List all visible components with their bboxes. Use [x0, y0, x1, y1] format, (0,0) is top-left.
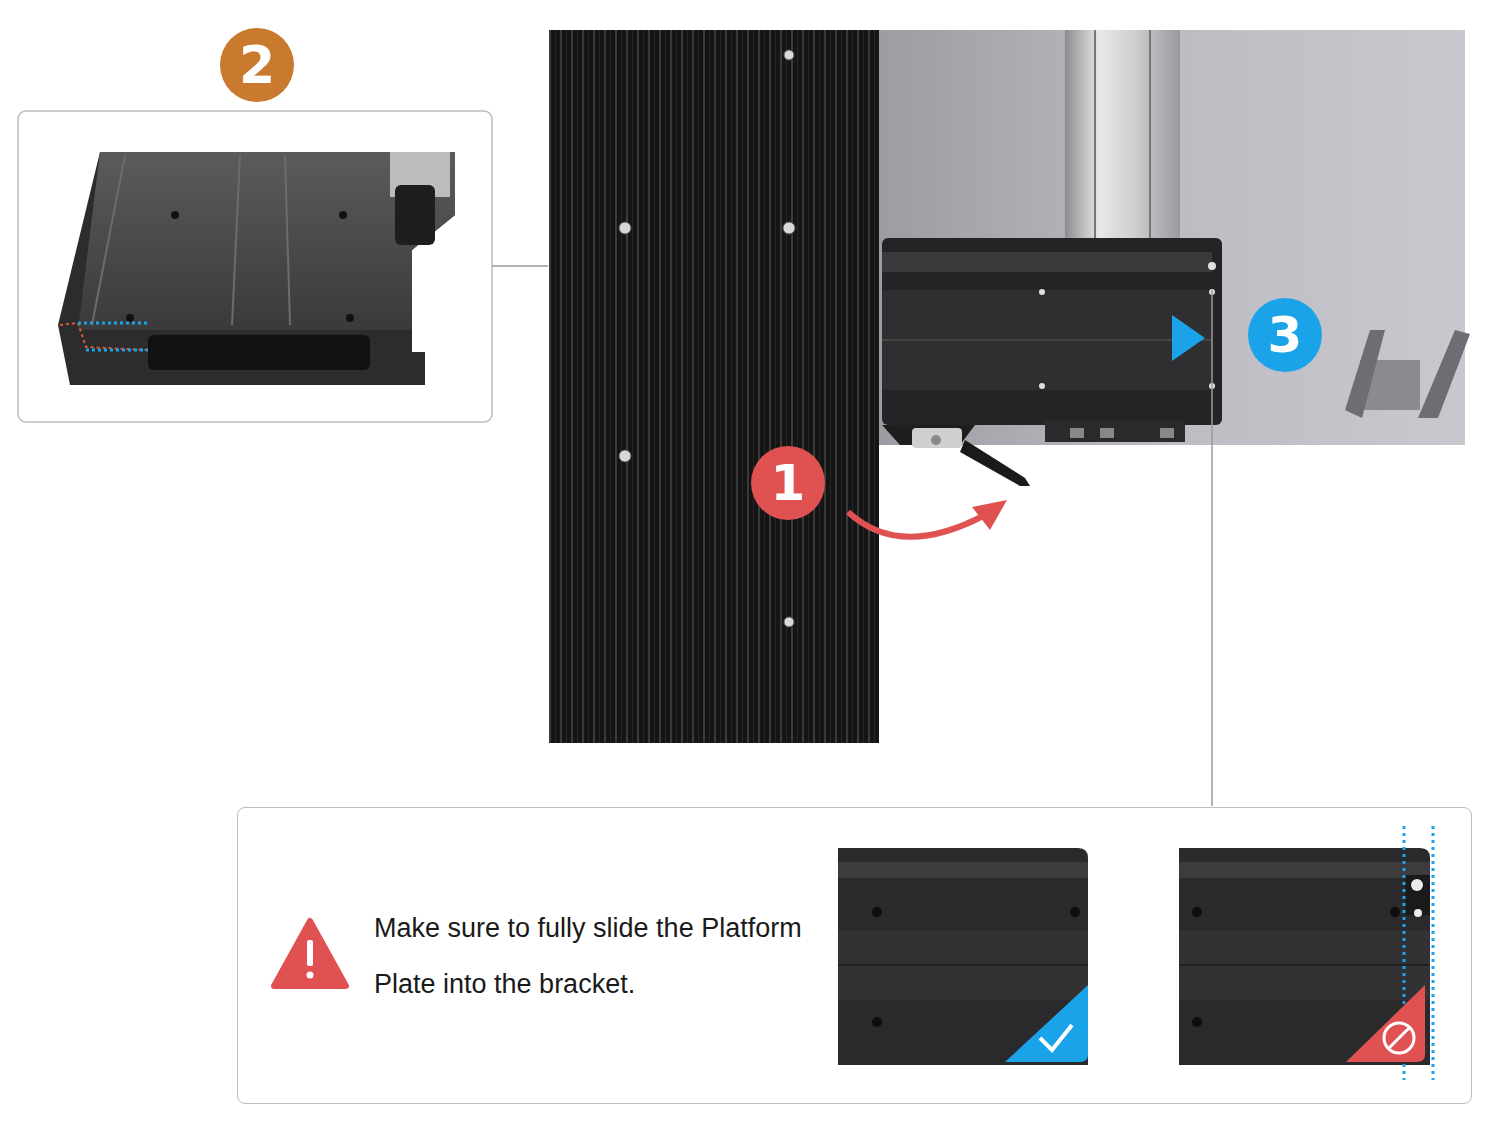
leader-line — [1211, 290, 1213, 806]
bracket — [882, 238, 1222, 486]
leader-line — [492, 265, 548, 267]
callout-number: 3 — [1268, 310, 1303, 360]
callout-circle — [1248, 298, 1322, 372]
extrusion — [1065, 30, 1180, 242]
warning-panel: Make sure to fully slide the Platform Pl… — [237, 807, 1472, 1104]
incorrect-example — [1179, 826, 1433, 1080]
callout-circle — [751, 446, 825, 520]
correct-example — [838, 848, 1088, 1065]
warning-triangle — [274, 921, 346, 986]
warning-text: Make sure to fully slide the Platform Pl… — [374, 900, 844, 1012]
callout-number: 2 — [239, 39, 275, 91]
callout-circle — [220, 28, 294, 102]
plate-closeup — [58, 152, 455, 385]
hook — [1345, 330, 1470, 418]
heatsink — [549, 30, 879, 743]
callout-number: 1 — [771, 458, 806, 508]
